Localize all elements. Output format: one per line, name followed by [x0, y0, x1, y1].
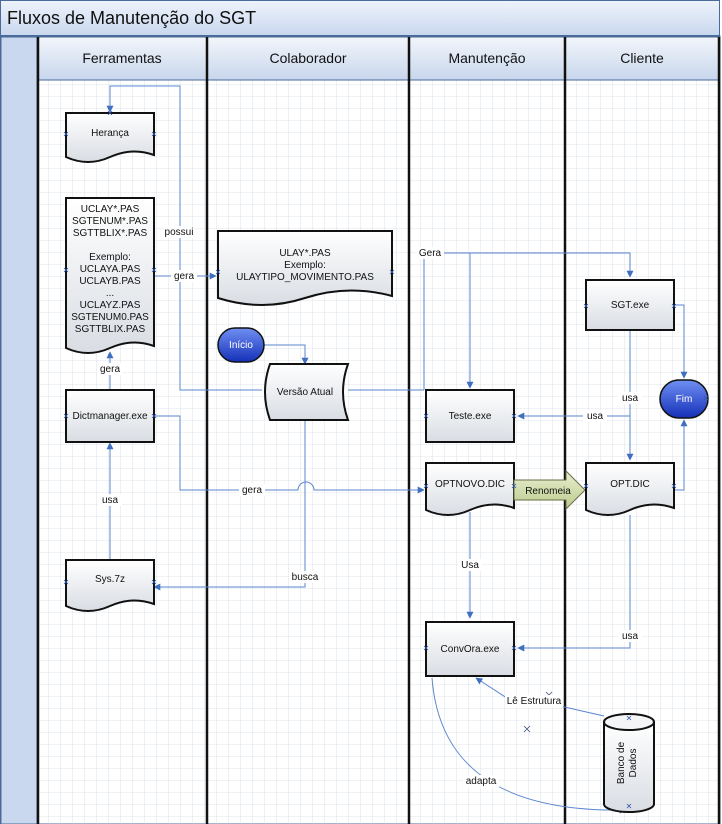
edge-label-gera-optnovo: gera — [242, 485, 262, 496]
node-opt-label: OPT.DIC — [610, 479, 649, 490]
node-sys7z[interactable] — [65, 559, 155, 612]
uclay-line-5: UCLAYA.PAS — [80, 264, 141, 275]
node-uclay-files-text: UCLAY*.PAS SGTENUM*.PAS SGTTBLIX*.PAS Ex… — [71, 204, 149, 335]
title-bar: Fluxos de Manutenção do SGT — [0, 0, 720, 36]
uclay-line-10: SGTTBLIX.PAS — [75, 324, 146, 335]
node-opt[interactable] — [585, 462, 675, 516]
edge-label-renomeia: Renomeia — [525, 486, 571, 497]
uclay-line-4: Exemplo: — [89, 252, 131, 263]
pool-side-bar — [0, 36, 38, 824]
node-fim[interactable] — [659, 379, 709, 419]
edge-label-gera-uclay: gera — [100, 364, 120, 375]
node-heranca[interactable] — [65, 112, 155, 163]
page-title: Fluxos de Manutenção do SGT — [7, 8, 257, 28]
node-optnovo[interactable] — [425, 462, 515, 516]
node-sys7z-label: Sys.7z — [95, 574, 125, 585]
node-teste-label: Teste.exe — [449, 411, 492, 422]
uclay-line-1: SGTENUM*.PAS — [72, 216, 148, 227]
node-convora-label: ConvOra.exe — [441, 644, 500, 655]
node-versao-atual[interactable] — [264, 363, 350, 421]
edge-label-usa-sys: usa — [102, 495, 119, 506]
connection-points — [63, 110, 709, 809]
uclay-line-8: UCLAYZ.PAS — [80, 300, 141, 311]
node-ulay-line-0: ULAY*.PAS — [279, 248, 331, 259]
node-ulay-doc[interactable] — [217, 230, 393, 306]
lane-headers: Ferramentas Colaborador Manutenção Clien… — [37, 36, 721, 81]
node-banco[interactable] — [603, 713, 655, 813]
uclay-line-9: SGTENUM0.PAS — [71, 312, 149, 323]
node-sgt-label: SGT.exe — [611, 300, 650, 311]
node-inicio-label: Início — [229, 340, 253, 351]
edge-label-usa-teste: usa — [587, 411, 604, 422]
node-dictmanager-label: Dictmanager.exe — [72, 411, 147, 422]
edge-label-adapta: adapta — [466, 776, 497, 787]
lane-dividers — [36, 37, 721, 824]
edge-label-busca: busca — [292, 572, 319, 583]
node-ulay-line-2: ULAYTIPO_MOVIMENTO.PAS — [236, 272, 374, 283]
node-optnovo-label: OPTNOVO.DIC — [435, 479, 505, 490]
uclay-line-6: UCLAYB.PAS — [79, 276, 141, 287]
node-ulay-line-1: Exemplo: — [284, 260, 326, 271]
node-inicio[interactable] — [217, 327, 265, 363]
node-banco-line-1: Dados — [628, 749, 639, 778]
uclay-line-0: UCLAY*.PAS — [81, 204, 140, 215]
lane-header-manutencao: Manutenção — [448, 50, 525, 66]
edge-labels: possui gera gera usa gera busca Gera usa… — [97, 226, 642, 787]
node-convora[interactable] — [425, 621, 515, 677]
edge-label-possui: possui — [165, 227, 194, 238]
lane-header-cliente: Cliente — [620, 50, 664, 66]
node-fim-label: Fim — [676, 394, 693, 405]
node-dictmanager[interactable] — [65, 389, 155, 443]
node-versao-atual-label: Versão Atual — [277, 387, 333, 398]
edge-label-gera-ulay: gera — [174, 271, 194, 282]
lane-header-ferramentas: Ferramentas — [82, 50, 161, 66]
lane-header-colaborador: Colaborador — [269, 50, 346, 66]
edge-label-usa-opt: usa — [622, 631, 639, 642]
node-uclay-files[interactable] — [65, 197, 155, 354]
uclay-line-7: ... — [106, 288, 114, 299]
edge-label-usa-sgt: usa — [622, 393, 639, 404]
edge-label-le-estrutura: Lê Estrutura — [507, 696, 562, 707]
node-sgt[interactable] — [585, 279, 675, 331]
node-banco-line-0: Banco de — [616, 741, 627, 784]
renomeia-arrow — [513, 469, 586, 511]
node-heranca-label: Herança — [91, 128, 129, 139]
uclay-line-2: SGTTBLIX*.PAS — [73, 228, 148, 239]
edge-label-usa-convora: Usa — [461, 560, 479, 571]
edge-label-gera-top: Gera — [419, 248, 442, 259]
